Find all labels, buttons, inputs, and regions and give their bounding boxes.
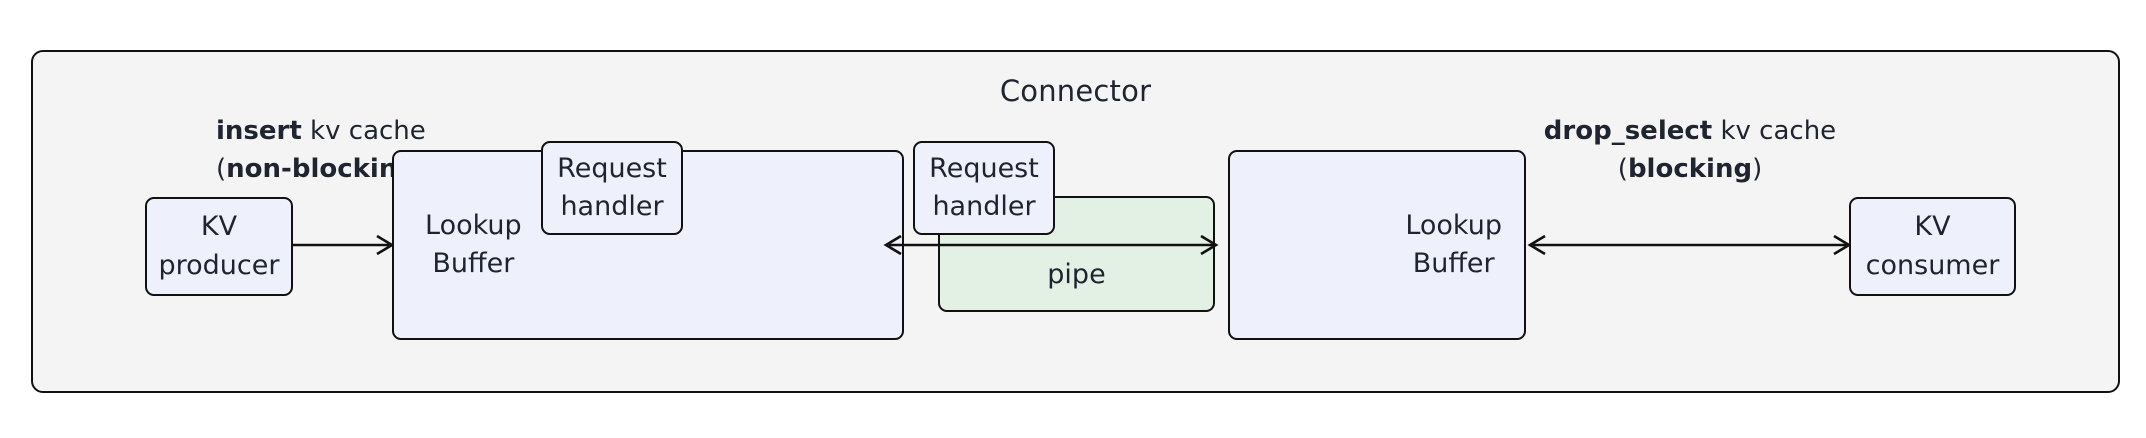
blocking-keyword: blocking bbox=[1627, 154, 1753, 185]
pipe-box: pipe bbox=[938, 196, 1215, 312]
insert-paren-open: ( bbox=[216, 154, 227, 185]
kv-producer-box: KV producer bbox=[145, 197, 293, 296]
insert-edge-label-line2: (non-blocking) bbox=[216, 150, 426, 188]
connector-title: Connector bbox=[999, 74, 1152, 108]
pipe-label: pipe bbox=[1047, 258, 1106, 290]
lookup-buffer-right-box: Lookup Buffer bbox=[1228, 150, 1526, 340]
drop-select-arrow bbox=[1527, 234, 1852, 256]
drop-select-edge-label: drop_select kv cache (blocking) bbox=[1540, 112, 1840, 189]
pipe-double-arrow bbox=[883, 234, 1219, 256]
lookup-buffer-left-label: Lookup Buffer bbox=[425, 209, 522, 279]
request-handler-right-box: Request handler bbox=[913, 141, 1055, 235]
drop-select-keyword: drop_select bbox=[1543, 116, 1713, 146]
request-handler-left-box: Request handler bbox=[541, 141, 683, 235]
drop-select-suffix: kv cache bbox=[1712, 116, 1837, 146]
insert-edge-label: insert kv cache (non-blocking) bbox=[216, 112, 426, 189]
blocking-paren-close: ) bbox=[1752, 154, 1763, 185]
insert-edge-label-line1: insert kv cache bbox=[216, 112, 426, 150]
kv-consumer-label: KV consumer bbox=[1865, 211, 2000, 281]
insert-suffix: kv cache bbox=[301, 116, 426, 146]
kv-producer-label: KV producer bbox=[158, 211, 280, 281]
insert-arrow bbox=[293, 234, 395, 256]
insert-keyword: insert bbox=[216, 116, 302, 146]
non-blocking-keyword: non-blocking bbox=[226, 154, 416, 185]
blocking-paren-open: ( bbox=[1617, 154, 1628, 185]
drop-select-edge-label-line2: (blocking) bbox=[1540, 150, 1840, 188]
drop-select-edge-label-line1: drop_select kv cache bbox=[1540, 112, 1840, 150]
lookup-buffer-right-label: Lookup Buffer bbox=[1405, 209, 1502, 279]
kv-consumer-box: KV consumer bbox=[1849, 197, 2016, 296]
